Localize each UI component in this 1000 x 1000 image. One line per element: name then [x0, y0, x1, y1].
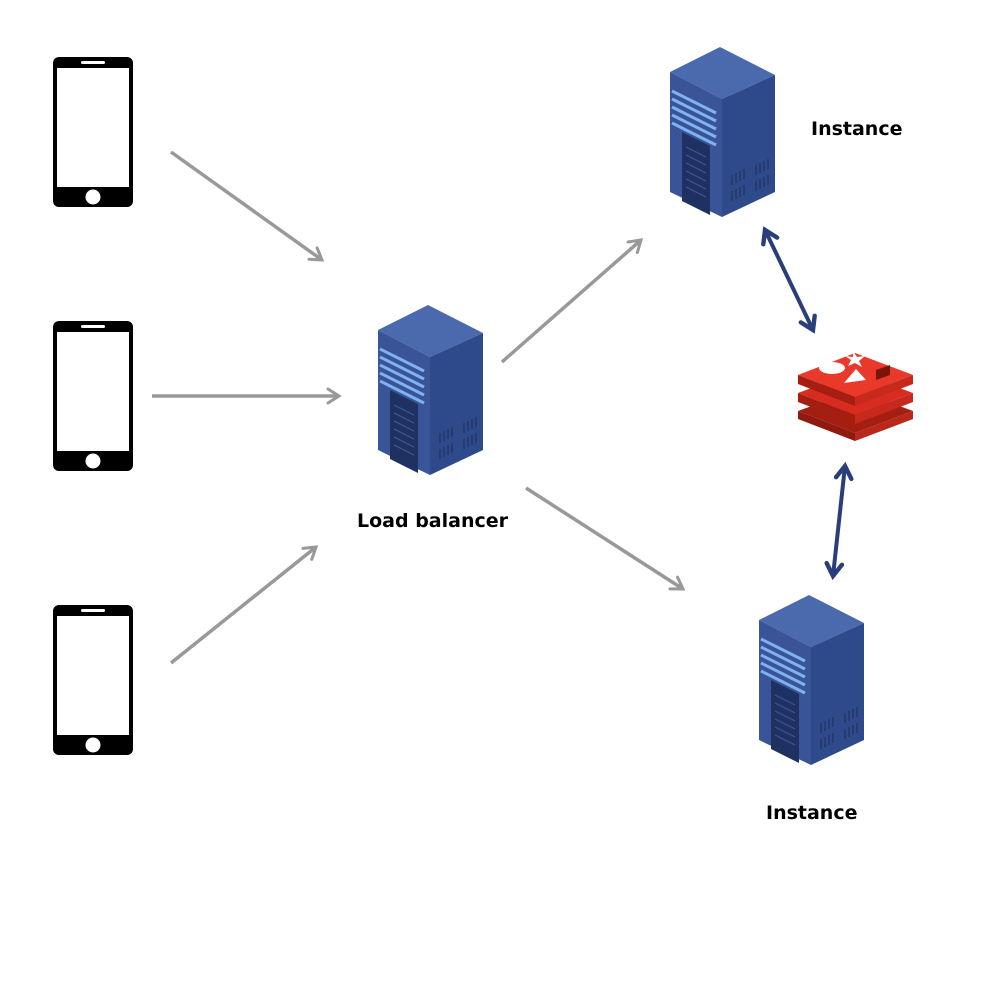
sync-arrow-cache-instance-bottom [824, 461, 854, 581]
instance-top-server-icon [668, 45, 777, 219]
load-balancer-server-icon [376, 303, 485, 477]
arrow-lb-to-instance-top [500, 238, 644, 364]
instance-bottom-label: Instance [766, 802, 858, 824]
sync-arrow-instance-top-cache [761, 226, 817, 334]
load-balancer-label: Load balancer [357, 510, 508, 532]
client-phone-2 [53, 321, 133, 471]
client-phone-1 [53, 57, 133, 207]
arrow-client3-to-lb [169, 545, 319, 665]
redis-cache-icon [798, 351, 913, 441]
client-phone-3 [53, 605, 133, 755]
instance-top-label: Instance [811, 118, 903, 140]
arrow-client1-to-lb [169, 150, 325, 262]
arrow-lb-to-instance-bottom [525, 486, 686, 591]
instance-bottom-server-icon [757, 593, 866, 767]
